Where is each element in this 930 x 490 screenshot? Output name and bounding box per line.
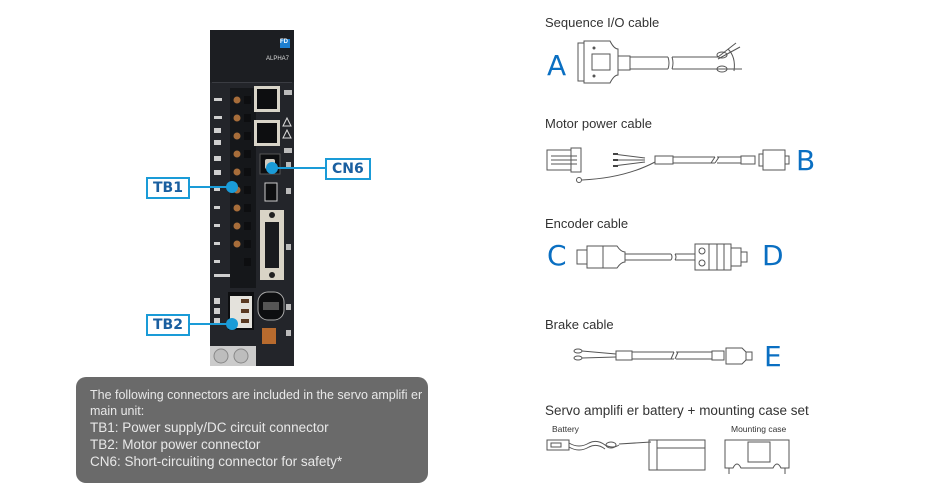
callout-cn6-line (272, 167, 326, 169)
callout-cn6-dot (266, 162, 278, 174)
note-line: TB2: Motor power connector (90, 437, 261, 452)
motor-power-cable-title: Motor power cable (545, 116, 652, 131)
battery-label: Battery (552, 424, 579, 434)
note-line: TB1: Power supply/DC circuit connector (90, 420, 329, 435)
brand-badge: FD (280, 39, 288, 45)
battery-set-illustration (546, 439, 790, 474)
servo-amplifier: ALPHA7 FD (210, 30, 294, 366)
brake-cable-title: Brake cable (545, 317, 614, 332)
encoder-cable-illustration (576, 243, 748, 271)
motor-power-cable-illustration (546, 147, 790, 183)
cable-letter-c: C (547, 239, 567, 272)
callout-tb1-line (186, 186, 232, 188)
callout-tb2: TB2 (146, 314, 190, 336)
mounting-case-label: Mounting case (731, 424, 787, 434)
brake-cable-illustration (573, 347, 753, 365)
included-connectors-note: The following connectors are included in… (76, 377, 428, 483)
callout-tb2-line (186, 323, 230, 325)
model-label: ALPHA7 (266, 56, 290, 62)
callout-tb1: TB1 (146, 177, 190, 199)
servo-amplifier-illustration (210, 30, 294, 366)
cable-letter-d: D (762, 239, 784, 272)
callout-tb1-dot (226, 181, 238, 193)
cable-letter-e: E (764, 340, 782, 373)
encoder-cable-title: Encoder cable (545, 216, 629, 231)
note-line: CN6: Short-circuiting connector for safe… (90, 454, 343, 469)
callout-tb2-dot (226, 318, 238, 330)
battery-set-title: Servo amplifi er battery + mounting case… (545, 403, 809, 418)
note-line: main unit: (90, 404, 145, 418)
sequence-io-cable-illustration (577, 40, 742, 84)
cable-letter-a: A (547, 49, 567, 82)
cable-letter-b: B (796, 144, 816, 177)
callout-cn6: CN6 (325, 158, 371, 180)
note-line: The following connectors are included in… (90, 388, 423, 402)
sequence-io-cable-title: Sequence I/O cable (545, 15, 660, 30)
